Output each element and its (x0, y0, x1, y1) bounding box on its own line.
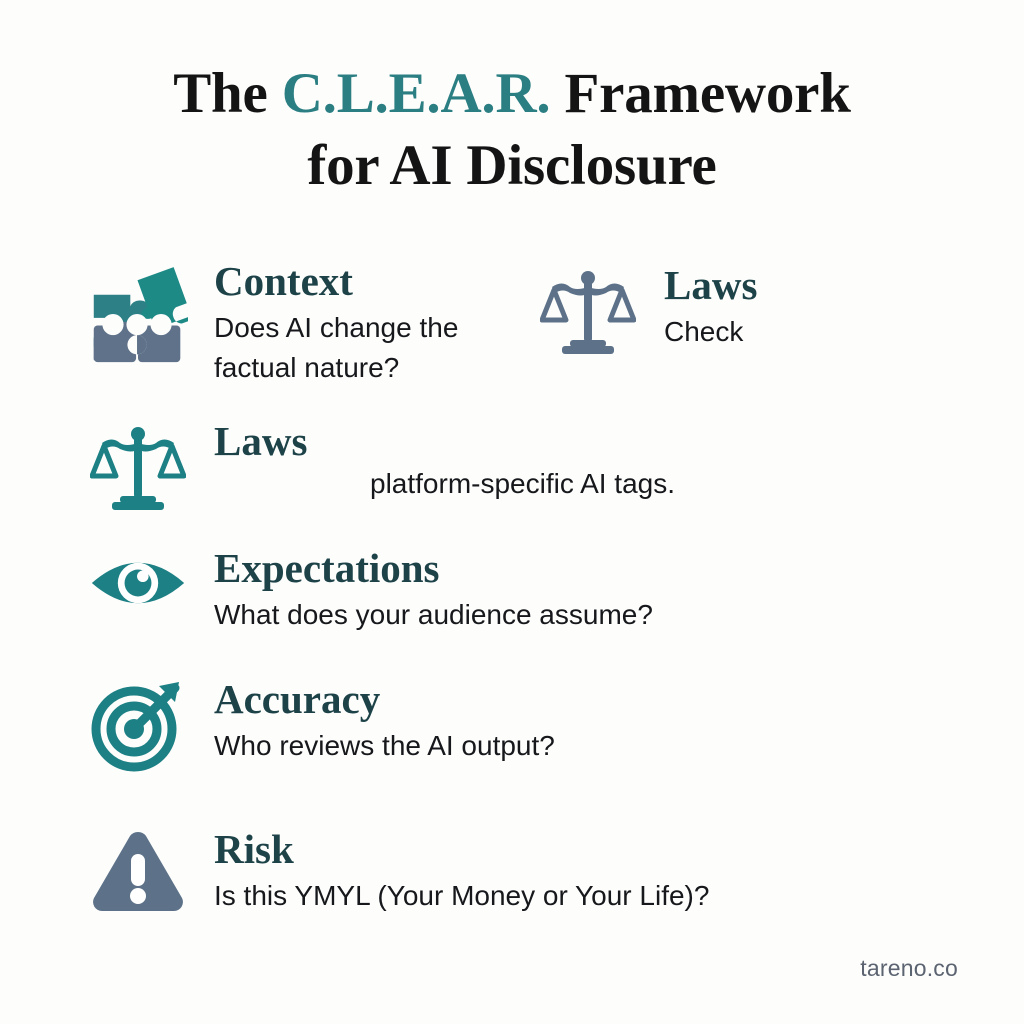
title-line-1: The C.L.E.A.R. Framework (0, 58, 1024, 130)
title-prefix: The (173, 62, 282, 125)
list-item-context: Context Does AI change the factual natur… (88, 258, 514, 388)
balance-scales-icon (88, 418, 188, 514)
laws-text: Laws (188, 418, 307, 468)
target-arrow-icon (88, 676, 188, 774)
expectations-description: What does your audience assume? (214, 599, 653, 630)
eye-icon (88, 545, 188, 621)
context-text: Context Does AI change the factual natur… (188, 258, 514, 388)
title-acronym: C.L.E.A.R. (281, 62, 551, 125)
risk-description: Is this YMYL (Your Money or Your Life)? (214, 880, 710, 911)
expectations-heading: Expectations (214, 545, 440, 591)
laws-duplicate-heading: Laws (664, 262, 758, 308)
list-item-laws: Laws (88, 418, 307, 514)
list-item-expectations: Expectations What does your audience ass… (88, 545, 653, 635)
balance-scales-icon (538, 262, 638, 358)
title-suffix: Framework (550, 62, 851, 125)
expectations-text: Expectations What does your audience ass… (188, 545, 653, 635)
laws-duplicate-text: Laws Check (638, 262, 757, 352)
risk-text: Risk Is this YMYL (Your Money or Your Li… (188, 826, 709, 916)
list-item-accuracy: Accuracy Who reviews the AI output? (88, 676, 555, 774)
puzzle-pieces-icon (88, 258, 188, 370)
context-description: Does AI change the factual nature? (214, 312, 459, 383)
list-item-laws-duplicate: Laws Check (538, 262, 757, 358)
page-title: The C.L.E.A.R. Framework for AI Disclosu… (0, 58, 1024, 202)
title-line-2: for AI Disclosure (307, 134, 717, 197)
laws-description-overflow: platform-specific AI tags. (370, 468, 676, 499)
list-item-risk: Risk Is this YMYL (Your Money or Your Li… (88, 826, 709, 916)
context-heading: Context (214, 258, 353, 304)
accuracy-text: Accuracy Who reviews the AI output? (188, 676, 555, 766)
accuracy-heading: Accuracy (214, 676, 381, 722)
laws-heading: Laws (214, 418, 308, 464)
warning-triangle-icon (88, 826, 188, 916)
risk-heading: Risk (214, 826, 294, 872)
laws-duplicate-description: Check (664, 316, 744, 347)
watermark: tareno.co (860, 955, 958, 981)
accuracy-description: Who reviews the AI output? (214, 730, 555, 761)
